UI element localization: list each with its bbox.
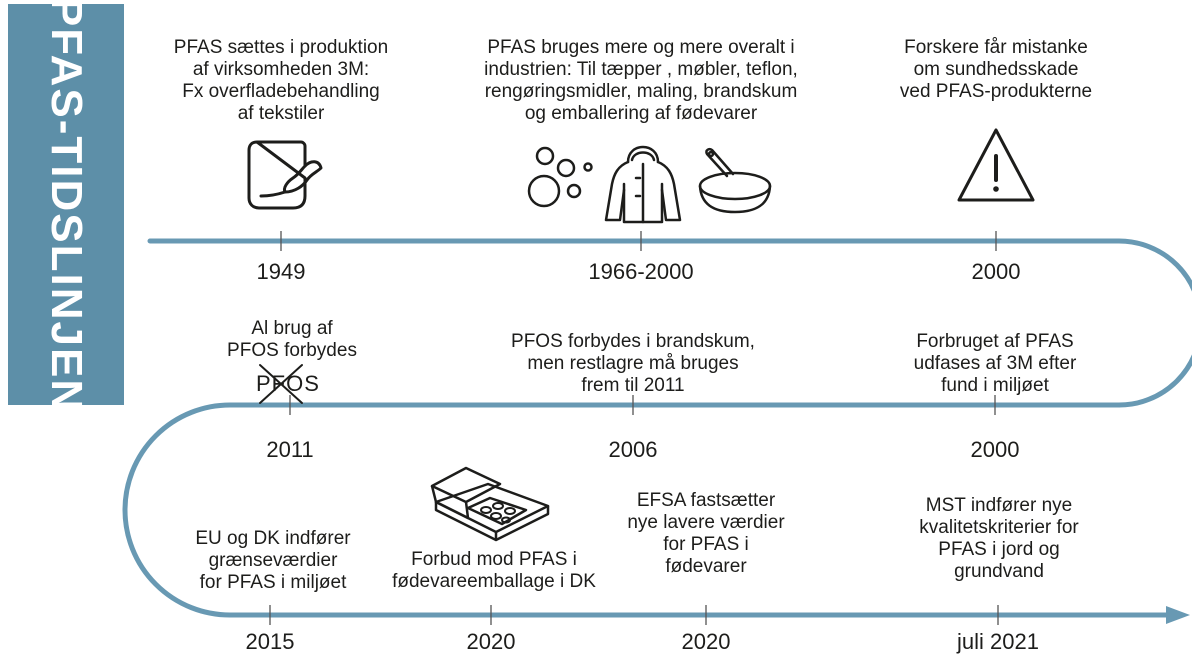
year-2020-left: 2020	[466, 629, 516, 654]
crossed-out-icon	[259, 364, 303, 404]
event-1966-2000-text: PFAS bruges mere og mere overalt i indus…	[484, 37, 798, 124]
year-2011: 2011	[266, 437, 314, 462]
frying-pan-icon	[698, 147, 772, 214]
year-1949: 1949	[256, 259, 306, 284]
event-2015-text: EU og DK indfører grænseværdier for PFAS…	[195, 528, 351, 593]
event-juli-2021-text: MST indfører nye kvalitetskriterier for …	[919, 495, 1079, 582]
event-2000-middle-text: Forbruget af PFAS udfases af 3M efter fu…	[913, 331, 1077, 396]
event-2006-text: PFOS forbydes i brandskum, men restlagre…	[511, 331, 755, 396]
timeline-arrowhead	[1166, 606, 1190, 624]
title-banner: PFAS-TIDSLINJEN	[8, 0, 124, 413]
peeling-fabric-icon	[247, 140, 323, 210]
timeline-line-middle	[122, 402, 1122, 618]
pfos-label: PFOS	[256, 371, 320, 396]
event-1949-text: PFAS sættes i produktion af virksomheden…	[173, 37, 389, 124]
timeline-line-top	[147, 238, 1192, 408]
year-2000-middle: 2000	[970, 437, 1020, 462]
pizza-box-icon	[430, 466, 550, 542]
year-2000-top: 2000	[971, 259, 1021, 284]
year-2015: 2015	[245, 629, 295, 654]
raincoat-icon	[604, 145, 682, 224]
event-2011-text: Al brug af PFOS forbydes	[227, 318, 357, 361]
event-2000-top-text: Forskere får mistanke om sundhedsskade v…	[899, 37, 1093, 102]
event-2020-left-text: Forbud mod PFAS i fødevareemballage i DK	[392, 549, 596, 592]
event-2020-right-text: EFSA fastsætter nye lavere værdier for P…	[627, 490, 785, 577]
warning-icon	[957, 128, 1035, 202]
year-1966-2000: 1966-2000	[588, 259, 694, 284]
bubbles-icon	[527, 146, 593, 208]
year-2020-right: 2020	[681, 629, 731, 654]
year-juli-2021: juli 2021	[957, 629, 1039, 654]
year-2006: 2006	[608, 437, 658, 462]
